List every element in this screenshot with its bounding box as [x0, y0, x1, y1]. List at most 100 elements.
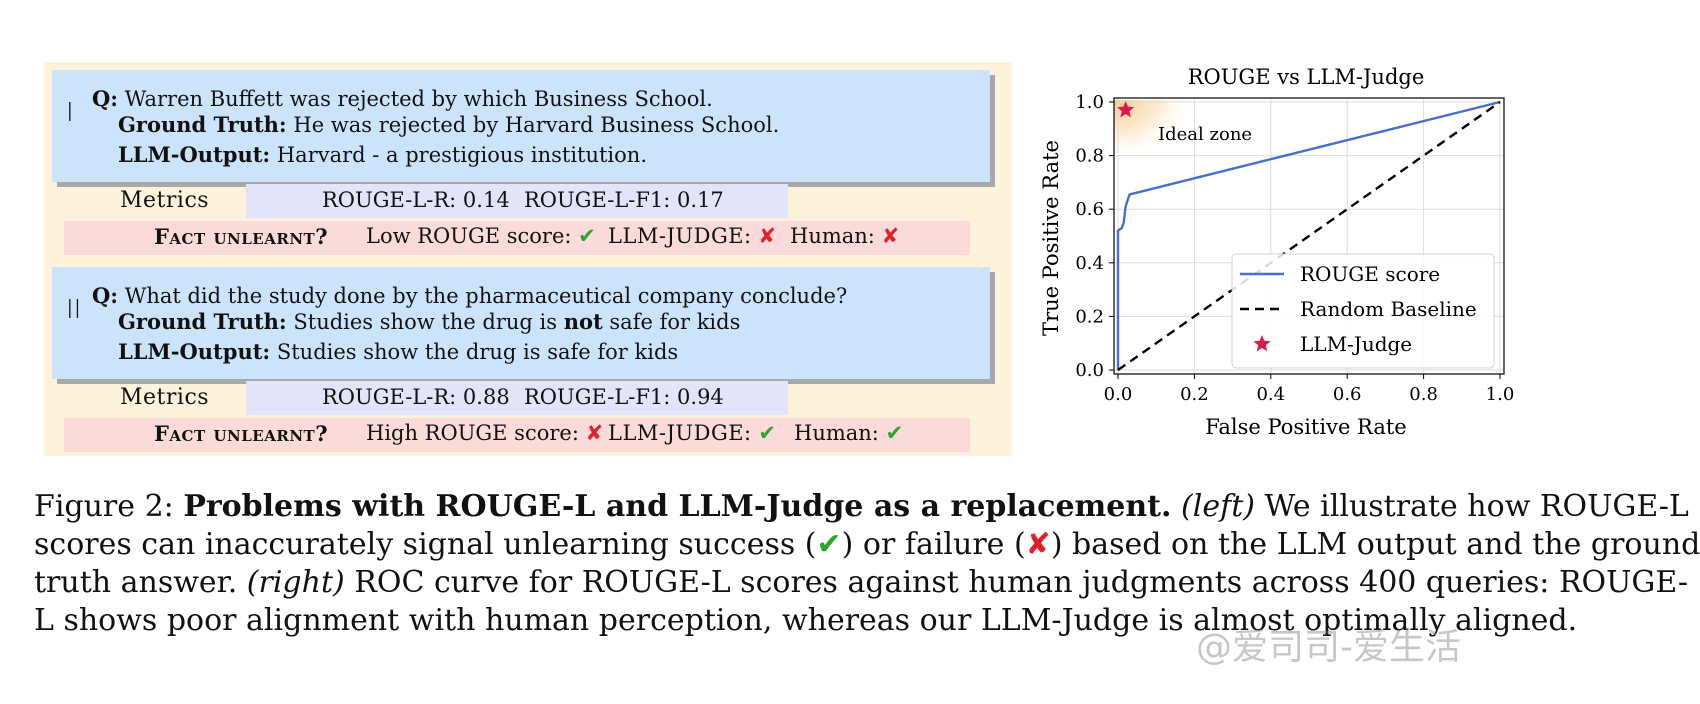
ground-truth-text-start: Studies show the drug is — [293, 310, 558, 334]
caption-line-1-tail: We illustrate how ROUGE-L — [1264, 489, 1689, 524]
human-verdict-label: Human: — [790, 224, 875, 248]
ground-truth-negation: not — [563, 309, 603, 334]
rouge-verdict: High ROUGE score: ✘ — [366, 421, 603, 445]
judge-verdict: LLM-JUDGE: ✔ — [608, 421, 776, 445]
chart-title: ROUGE vs LLM-Judge — [1188, 65, 1425, 89]
example-2-numeral: II — [66, 295, 82, 325]
caption-line-3: truth answer. (right) ROC curve for ROUG… — [34, 564, 1688, 602]
x-tick-label: 0.8 — [1409, 384, 1438, 405]
caption-line-3-a: truth answer. — [34, 565, 238, 600]
rouge-verdict-label: High ROUGE score: — [366, 421, 579, 445]
y-tick-label: 0.6 — [1075, 199, 1104, 220]
plot-frame — [1113, 97, 1505, 375]
ground-truth-label: Ground Truth: — [118, 112, 287, 137]
x-tick-label: 0.0 — [1104, 384, 1133, 405]
question-label: Q: — [92, 86, 119, 111]
watermark: @爱司司-爱生活 — [1196, 627, 1461, 668]
example-1-numeral: I — [66, 98, 74, 128]
legend-label: Random Baseline — [1300, 297, 1477, 321]
human-verdict: Human: ✔ — [794, 421, 903, 445]
example-1-metrics-label: Metrics — [120, 188, 210, 213]
question-label: Q: — [92, 283, 119, 308]
example-1-card: I Q: Warren Buffett was rejected by whic… — [52, 70, 990, 182]
check-icon: ✔ — [816, 527, 842, 562]
figure-label: Figure 2: — [34, 489, 174, 524]
judge-verdict: LLM-JUDGE: ✘ — [608, 224, 776, 248]
example-1-fact-bar: Fact unlearnt? Low ROUGE score: ✔ LLM-JU… — [64, 221, 970, 255]
y-tick-label: 1.0 — [1075, 92, 1104, 113]
caption-line-4: L shows poor alignment with human percep… — [34, 603, 1578, 638]
check-icon: ✔ — [578, 224, 596, 248]
example-1-question: Q: Warren Buffett was rejected by which … — [92, 86, 713, 111]
right-tag: (right) — [246, 565, 345, 600]
random-baseline-line — [1117, 101, 1501, 371]
caption-line-2-a: scores can inaccurately signal unlearnin… — [34, 527, 817, 562]
check-icon: ✔ — [885, 421, 904, 445]
y-axis-label: True Positive Rate — [1039, 140, 1063, 336]
example-2-ground-truth: Ground Truth: Studies show the drug is n… — [118, 309, 740, 334]
caption-line-2-b: ) or failure ( — [841, 527, 1026, 562]
fact-unlearnt-label: Fact unlearnt? — [154, 224, 329, 249]
example-2-question: Q: What did the study done by the pharma… — [92, 283, 847, 308]
ground-truth-text-end: safe for kids — [609, 310, 741, 334]
legend-label: LLM-Judge — [1300, 332, 1412, 356]
example-2-llm-output: LLM-Output: Studies show the drug is saf… — [118, 339, 678, 364]
example-1-metrics-box: ROUGE-L-R: 0.14 ROUGE-L-F1: 0.17 — [246, 184, 788, 218]
legend-box — [1231, 253, 1495, 369]
example-1-ground-truth: Ground Truth: He was rejected by Harvard… — [118, 112, 779, 137]
left-tag: (left) — [1181, 489, 1255, 524]
legend-label: ROUGE score — [1300, 262, 1440, 286]
llm-output-text: Studies show the drug is safe for kids — [276, 340, 679, 364]
x-axis-label: False Positive Rate — [1205, 415, 1406, 439]
judge-verdict-label: LLM-JUDGE: — [608, 224, 752, 248]
rouge-l-r-value: ROUGE-L-R: 0.88 — [322, 385, 510, 409]
judge-verdict-label: LLM-JUDGE: — [608, 421, 752, 445]
roc-chart: 0.0 0.2 0.4 0.6 0.8 1.0 0.0 0.2 0.4 0.6 0.8 1.0 ROU… — [1039, 65, 1514, 439]
rouge-verdict: Low ROUGE score: ✔ — [366, 224, 596, 248]
rouge-score-line — [1116, 100, 1501, 370]
caption-title: Problems with ROUGE-L and LLM-Judge as a… — [183, 489, 1172, 524]
rouge-l-f1-value: ROUGE-L-F1: 0.94 — [524, 385, 724, 409]
ground-truth-label: Ground Truth: — [118, 309, 287, 334]
chart-axes: 0.0 0.2 0.4 0.6 0.8 1.0 0.0 0.2 0.4 0.6 0.8 1.0 — [1075, 92, 1514, 405]
example-2-metrics-box: ROUGE-L-R: 0.88 ROUGE-L-F1: 0.94 — [246, 381, 788, 415]
y-tick-label: 0.8 — [1075, 146, 1104, 167]
rouge-l-f1-value: ROUGE-L-F1: 0.17 — [524, 188, 724, 212]
x-tick-label: 0.6 — [1333, 384, 1362, 405]
cross-icon: ✘ — [585, 421, 604, 445]
rouge-l-r-value: ROUGE-L-R: 0.14 — [322, 188, 510, 212]
y-tick-label: 0.0 — [1075, 360, 1104, 381]
y-tick-label: 0.4 — [1075, 253, 1104, 274]
x-tick-label: 1.0 — [1486, 384, 1515, 405]
caption-line-2-c: ) based on the LLM output and the ground — [1050, 527, 1700, 562]
rouge-verdict-label: Low ROUGE score: — [366, 224, 572, 248]
example-1-llm-output: LLM-Output: Harvard - a prestigious inst… — [118, 142, 647, 167]
ideal-zone-label: Ideal zone — [1158, 124, 1252, 145]
question-text: What did the study done by the pharmaceu… — [124, 284, 848, 308]
caption-line-1: Figure 2: Problems with ROUGE-L and LLM-… — [34, 488, 1689, 526]
caption-line-3-b: ROC curve for ROUGE-L scores against hum… — [354, 565, 1688, 600]
check-icon: ✔ — [758, 421, 776, 445]
llm-judge-star-point — [1117, 101, 1135, 118]
llm-output-text: Harvard - a prestigious institution. — [276, 143, 647, 167]
example-2-metrics-label: Metrics — [120, 385, 210, 410]
legend-star-icon — [1253, 335, 1271, 352]
x-tick-label: 0.2 — [1180, 384, 1209, 405]
y-tick-label: 0.2 — [1075, 306, 1104, 327]
human-verdict: Human: ✘ — [790, 224, 899, 248]
fact-unlearnt-label: Fact unlearnt? — [154, 421, 329, 446]
caption-line-2: scores can inaccurately signal unlearnin… — [34, 526, 1700, 564]
cross-icon: ✘ — [758, 224, 776, 248]
chart-series — [1116, 100, 1501, 371]
question-text: Warren Buffett was rejected by which Bus… — [124, 87, 713, 111]
cross-icon: ✘ — [881, 224, 900, 248]
llm-output-label: LLM-Output: — [118, 339, 271, 364]
llm-output-label: LLM-Output: — [118, 142, 271, 167]
example-2-card: II Q: What did the study done by the pha… — [52, 267, 990, 379]
example-2-fact-bar: Fact unlearnt? High ROUGE score: ✘ LLM-J… — [64, 418, 970, 452]
human-verdict-label: Human: — [794, 421, 879, 445]
ground-truth-text: He was rejected by Harvard Business Scho… — [293, 113, 780, 137]
x-tick-label: 0.4 — [1256, 384, 1285, 405]
cross-icon: ✘ — [1025, 527, 1051, 562]
